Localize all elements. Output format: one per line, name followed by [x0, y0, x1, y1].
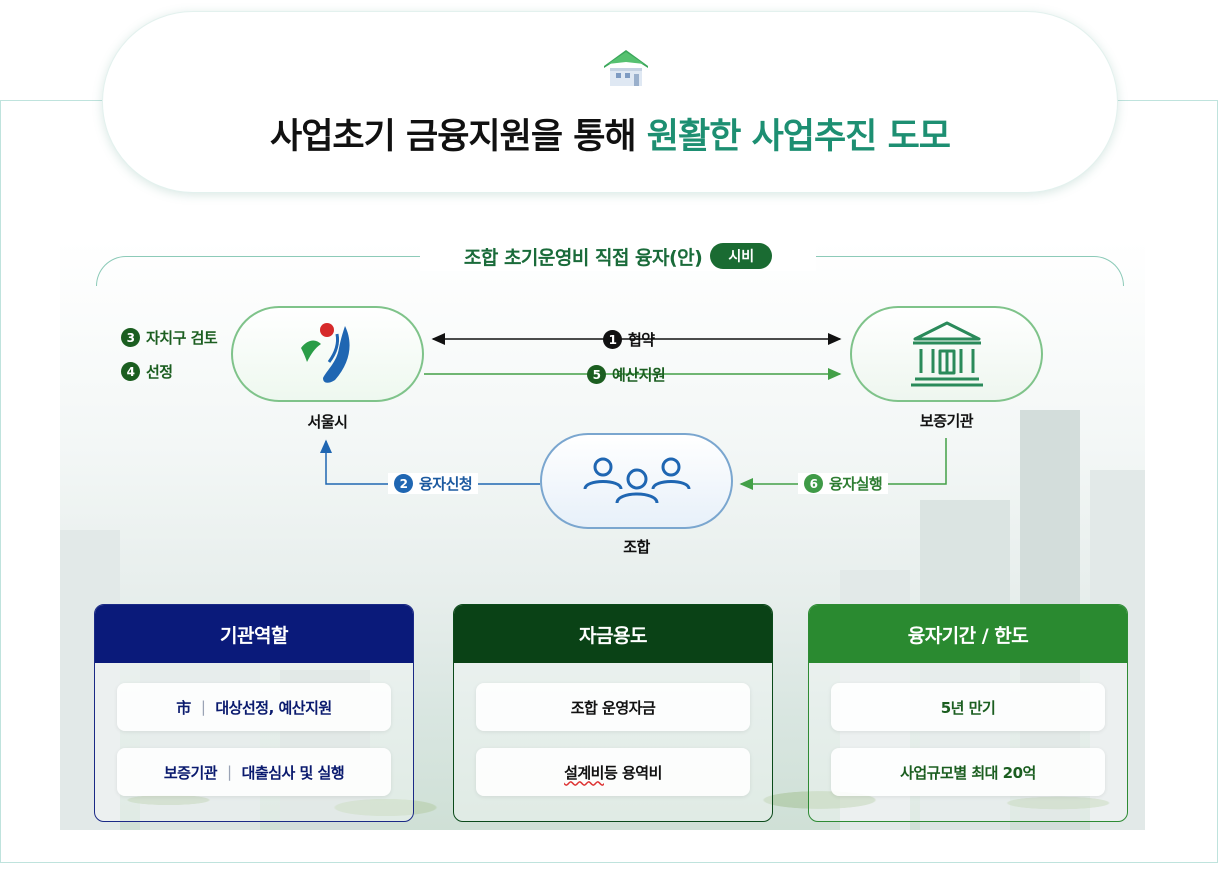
- card-row: 보증기관 | 대출심사 및 실행: [117, 748, 391, 796]
- divider: |: [200, 698, 206, 716]
- node-seoul: [231, 306, 424, 402]
- term-text: 5년 만기: [940, 698, 996, 717]
- step-6: 6 융자실행: [798, 473, 889, 494]
- step-2: 2 융자신청: [388, 473, 479, 494]
- section-header: 조합 초기운영비 직접 융자(안) 시비: [420, 241, 816, 271]
- card-title: 융자기간 / 한도: [809, 605, 1127, 663]
- step-label: 협약: [628, 331, 655, 349]
- bank-building-icon: [910, 321, 983, 387]
- step-5: 5 예산지원: [587, 364, 666, 385]
- card-roles: 기관역할 市 | 대상선정, 예산지원 보증기관 | 대출심사 및 실행: [94, 604, 414, 822]
- usage-text: 조합 운영자금: [570, 698, 656, 717]
- usage-text-b: 등 용역비: [603, 763, 662, 782]
- step-number: 1: [603, 330, 622, 349]
- node-seoul-label: 서울시: [307, 413, 348, 431]
- card-fund-usage: 자금용도 조합 운영자금 설계비 등 용역비: [453, 604, 773, 822]
- divider: |: [227, 763, 232, 781]
- step-label: 자치구 검토: [146, 329, 218, 347]
- term-text: 사업규모별 최대 20억: [900, 763, 1036, 782]
- role-org: 市: [176, 698, 191, 717]
- node-union-label: 조합: [623, 538, 650, 556]
- people-group-icon: [583, 457, 690, 504]
- step-label: 융자신청: [419, 475, 473, 493]
- step-label: 선정: [146, 363, 173, 381]
- step-number: 4: [121, 362, 140, 381]
- card-loan-terms: 융자기간 / 한도 5년 만기 사업규모별 최대 20억: [808, 604, 1128, 822]
- node-guarantee-label: 보증기관: [919, 412, 974, 430]
- card-row: 5년 만기: [831, 683, 1105, 731]
- funding-badge: 시비: [710, 243, 773, 269]
- title-accent: 원활한 사업추진 도모: [646, 117, 951, 157]
- seoul-logo-icon: [300, 323, 350, 383]
- card-title: 자금용도: [454, 605, 772, 663]
- step-3: 3 자치구 검토: [121, 327, 218, 348]
- title-banner: [102, 11, 1118, 193]
- node-union: [540, 433, 733, 529]
- node-guarantee: [850, 306, 1043, 402]
- step-number: 5: [587, 365, 606, 384]
- page-title: 사업초기 금융지원을 통해 원활한 사업추진 도모: [270, 117, 951, 157]
- card-row: 조합 운영자금: [476, 683, 750, 731]
- step-4: 4 선정: [121, 361, 173, 382]
- card-row: 사업규모별 최대 20억: [831, 748, 1105, 796]
- step-label: 융자실행: [829, 475, 883, 493]
- role-desc: 대상선정, 예산지원: [215, 698, 332, 717]
- role-org: 보증기관: [163, 763, 218, 782]
- card-row: 市 | 대상선정, 예산지원: [117, 683, 391, 731]
- card-row: 설계비 등 용역비: [476, 748, 750, 796]
- section-label: 조합 초기운영비 직접 융자(안): [463, 246, 703, 269]
- role-desc: 대출심사 및 실행: [241, 763, 345, 782]
- step-1: 1 협약: [603, 329, 655, 350]
- step-number: 3: [121, 328, 140, 347]
- step-label: 예산지원: [612, 366, 666, 384]
- step-number: 6: [804, 474, 823, 493]
- card-title: 기관역할: [95, 605, 413, 663]
- house-icon: [604, 50, 648, 86]
- step-number: 2: [394, 474, 413, 493]
- usage-text-a: 설계비: [564, 763, 604, 782]
